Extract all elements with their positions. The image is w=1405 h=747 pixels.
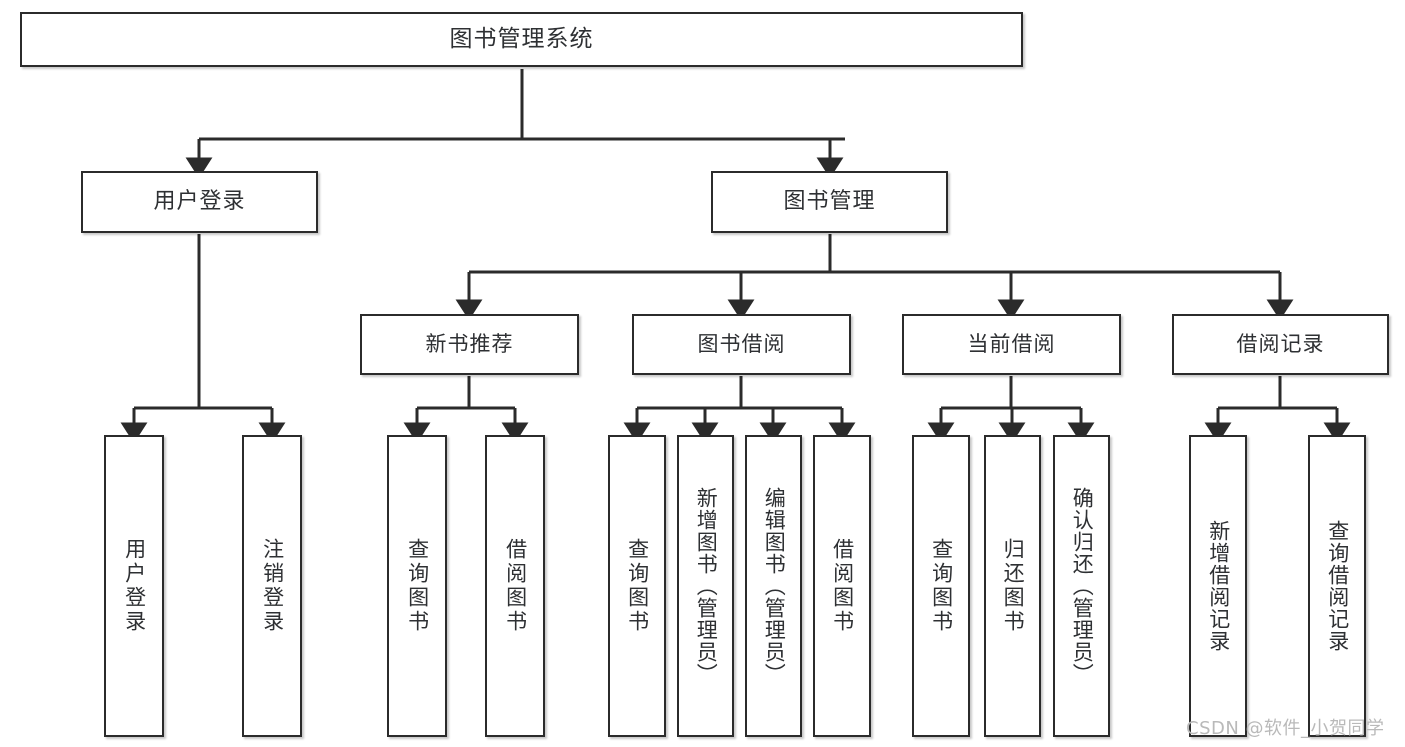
node-label: 借阅图书 [503, 538, 528, 634]
node-borrow-record[interactable]: 借阅记录 [1172, 314, 1389, 375]
node-leaf-query-book-borrow[interactable]: 查询图书 [608, 435, 666, 737]
node-leaf-confirm-return-admin[interactable]: 确认归还（管理员） [1053, 435, 1110, 737]
node-new-book-recommend[interactable]: 新书推荐 [360, 314, 579, 375]
node-label: 用户登录 [122, 538, 147, 634]
node-leaf-query-borrow-record[interactable]: 查询借阅记录 [1308, 435, 1366, 737]
node-label: 当前借阅 [967, 331, 1056, 356]
node-label: 图书借阅 [697, 331, 786, 356]
node-label: 注销登录 [260, 538, 285, 634]
node-leaf-edit-book-admin[interactable]: 编辑图书（管理员） [745, 435, 802, 737]
node-label: 确认归还（管理员） [1070, 487, 1095, 685]
node-label: 图书管理系统 [449, 25, 594, 52]
node-leaf-add-borrow-record[interactable]: 新增借阅记录 [1189, 435, 1247, 737]
node-book-management[interactable]: 图书管理 [711, 171, 948, 233]
node-user-login[interactable]: 用户登录 [81, 171, 318, 233]
node-label: 借阅图书 [830, 538, 855, 634]
node-root-system[interactable]: 图书管理系统 [20, 12, 1023, 67]
node-label: 查询借阅记录 [1325, 520, 1350, 652]
node-leaf-borrow-book[interactable]: 借阅图书 [813, 435, 871, 737]
node-book-borrow[interactable]: 图书借阅 [632, 314, 851, 375]
node-label: 借阅记录 [1236, 331, 1325, 356]
node-label: 新增借阅记录 [1206, 520, 1231, 652]
node-label: 图书管理 [783, 188, 876, 214]
node-leaf-query-book-current[interactable]: 查询图书 [912, 435, 970, 737]
node-leaf-borrow-book-new[interactable]: 借阅图书 [485, 435, 545, 737]
node-leaf-user-login[interactable]: 用户登录 [104, 435, 164, 737]
node-label: 归还图书 [1001, 538, 1026, 634]
node-leaf-add-book-admin[interactable]: 新增图书（管理员） [677, 435, 734, 737]
node-label: 新书推荐 [425, 331, 514, 356]
node-label: 编辑图书（管理员） [762, 487, 787, 685]
node-leaf-logout[interactable]: 注销登录 [242, 435, 302, 737]
node-label: 新增图书（管理员） [694, 487, 719, 685]
node-leaf-query-book-new[interactable]: 查询图书 [387, 435, 447, 737]
node-label: 查询图书 [625, 538, 650, 634]
node-label: 查询图书 [929, 538, 954, 634]
node-leaf-return-book[interactable]: 归还图书 [984, 435, 1041, 737]
node-label: 查询图书 [405, 538, 430, 634]
node-label: 用户登录 [153, 188, 246, 214]
csdn-watermark: CSDN @软件_小贺同学 [1186, 718, 1385, 739]
node-current-borrow[interactable]: 当前借阅 [902, 314, 1121, 375]
